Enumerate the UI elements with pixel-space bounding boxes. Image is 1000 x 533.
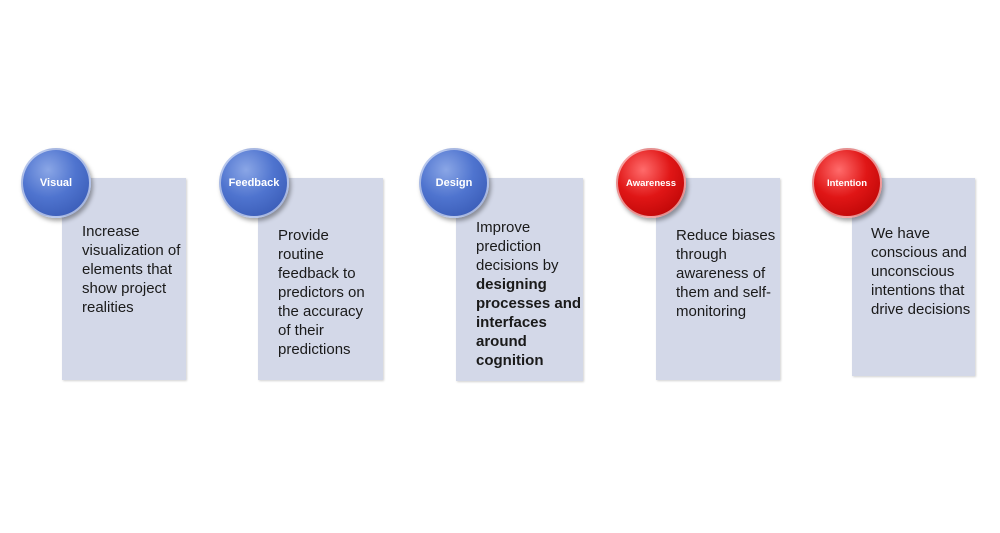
step-label-design: Design [435,177,473,189]
step-text-design-bold: designing processes and interfaces aroun… [476,276,582,369]
step-card-visual [62,178,186,380]
step-text-awareness: Reduce biases through awareness of them … [676,227,776,320]
step-circle-intention: Intention [812,148,882,218]
step-label-visual: Visual [39,177,73,189]
step-label-feedback: Feedback [228,177,280,189]
step-card-awareness [656,178,780,380]
step-label-intention: Intention [826,177,868,189]
step-text-visual: Increase visualization of elements that … [82,223,181,316]
step-text-design-plain: Improve prediction decisions by [476,219,559,274]
step-text-feedback: Provide routine feedback to predictors o… [278,227,365,358]
step-card-feedback [258,178,383,380]
step-circle-design: Design [419,148,489,218]
step-card-intention [852,178,975,376]
step-card-design [456,178,583,381]
step-text-design: Improve prediction decisions by designin… [476,218,582,370]
step-text-intention: We have conscious and unconscious intent… [871,225,971,318]
step-circle-feedback: Feedback [219,148,289,218]
step-circle-awareness: Awareness [616,148,686,218]
step-circle-visual: Visual [21,148,91,218]
step-label-awareness: Awareness [626,177,676,189]
